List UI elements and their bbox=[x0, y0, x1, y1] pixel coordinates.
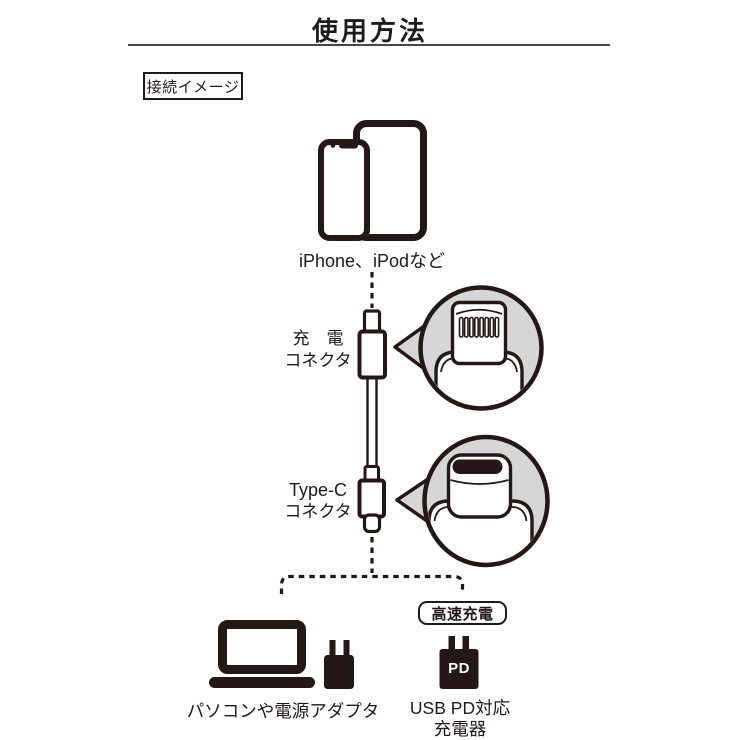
smartphone-icon bbox=[318, 139, 370, 241]
lightning-blade-lip bbox=[455, 308, 503, 315]
power-adapter-icon bbox=[324, 640, 354, 689]
lightning-connector-icon bbox=[357, 309, 387, 380]
lightning-closeup-bubble bbox=[393, 285, 544, 411]
fast-charge-badge: 高速充電 bbox=[418, 601, 507, 625]
typec-connector-label-line1: Type-C bbox=[288, 480, 348, 500]
pc-adapter-caption: パソコンや電源アダプタ bbox=[186, 701, 380, 721]
phone-camera-dot bbox=[330, 143, 336, 148]
phone-notch bbox=[339, 142, 358, 149]
laptop-screen bbox=[218, 620, 306, 674]
typec-connector-label-line2: コネクタ bbox=[284, 502, 352, 521]
usb-c-closeup-bubble bbox=[395, 434, 550, 568]
lightning-pins bbox=[458, 316, 500, 338]
pd-charger-icon-label: PD bbox=[448, 660, 470, 677]
laptop-base bbox=[209, 677, 315, 688]
pd-charger-caption: USB PD対応 充電器 bbox=[360, 698, 560, 740]
dotted-branch-path bbox=[279, 574, 465, 594]
title-underline bbox=[128, 44, 610, 46]
usb-c-plug-closeup-icon bbox=[427, 453, 534, 563]
page-title: 使用方法 bbox=[311, 16, 428, 46]
usb-c-body bbox=[357, 478, 386, 519]
usb-c-connector-icon bbox=[357, 465, 386, 534]
charge-connector-label-line1: 充 電 bbox=[292, 329, 344, 348]
section-label-box: 接続イメージ bbox=[143, 72, 243, 100]
lightning-plug-closeup-icon bbox=[434, 300, 524, 406]
lightning-body bbox=[357, 329, 387, 380]
usb-c-slot bbox=[452, 459, 503, 474]
usb-c-blade-lip bbox=[450, 479, 509, 485]
charge-connector-label-line2: コネクタ bbox=[284, 351, 352, 370]
devices-caption: iPhone、iPodなど bbox=[298, 251, 446, 271]
devices-illustration bbox=[318, 120, 427, 241]
pd-charger-caption-line2: 充電器 bbox=[433, 719, 487, 739]
charge-connector-label: 充 電 コネクタ bbox=[281, 328, 355, 372]
typec-connector-label: Type-C コネクタ bbox=[281, 479, 355, 523]
laptop-icon bbox=[209, 620, 315, 688]
pd-charger-icon bbox=[439, 636, 479, 689]
usb-c-tip bbox=[362, 513, 382, 534]
pd-charger-caption-line1: USB PD対応 bbox=[409, 698, 511, 718]
